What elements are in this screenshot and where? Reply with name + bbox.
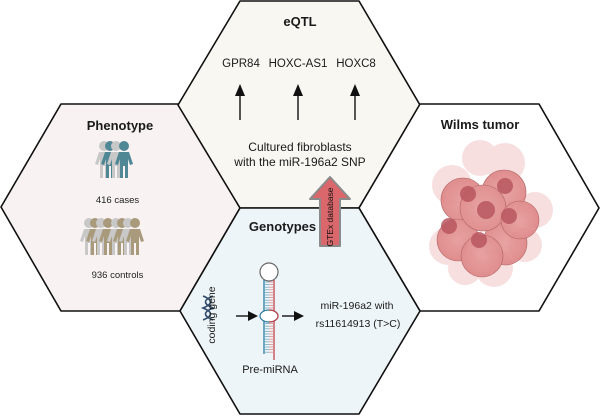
eqtl-title: eQTL	[283, 14, 317, 29]
dna-helix-icon	[200, 295, 216, 321]
pre-mirna-hairpin-icon	[259, 262, 279, 360]
gene-label: HOXC-AS1	[268, 58, 328, 70]
gtex-database-arrow	[309, 176, 351, 247]
right-arrow-icon	[236, 311, 258, 321]
gene-label: HOXC8	[336, 58, 376, 70]
cases-label: 416 cases	[95, 195, 140, 206]
up-arrow-icon	[235, 84, 245, 120]
up-arrow-icon	[350, 84, 360, 120]
pre-mirna-label: Pre-miRNA	[242, 364, 298, 376]
tumor-cells-illustration	[429, 140, 553, 287]
cases-people-icon	[95, 141, 133, 178]
eqtl-caption-line1: Cultured fibroblasts	[248, 140, 352, 154]
genotypes-title: Genotypes	[248, 219, 317, 234]
genotype-result-line2: rs11614913 (T>C)	[315, 318, 401, 330]
genotype-result-line1: miR-196a2 with	[320, 300, 394, 312]
right-arrow-icon	[282, 311, 304, 321]
gene-label: GPR84	[222, 58, 260, 70]
controls-label: 936 controls	[91, 270, 144, 281]
gtex-database-label: GTEx database	[325, 187, 335, 247]
phenotype-title: Phenotype	[86, 118, 154, 133]
up-arrow-icon	[293, 84, 303, 120]
coding-gene-label: coding gene	[206, 286, 218, 344]
eqtl-caption-line2: with the miR-196a2 SNP	[234, 155, 366, 169]
genotypes-hexagon	[179, 207, 421, 415]
wilms-tumor-title: Wilms tumor	[440, 117, 520, 132]
